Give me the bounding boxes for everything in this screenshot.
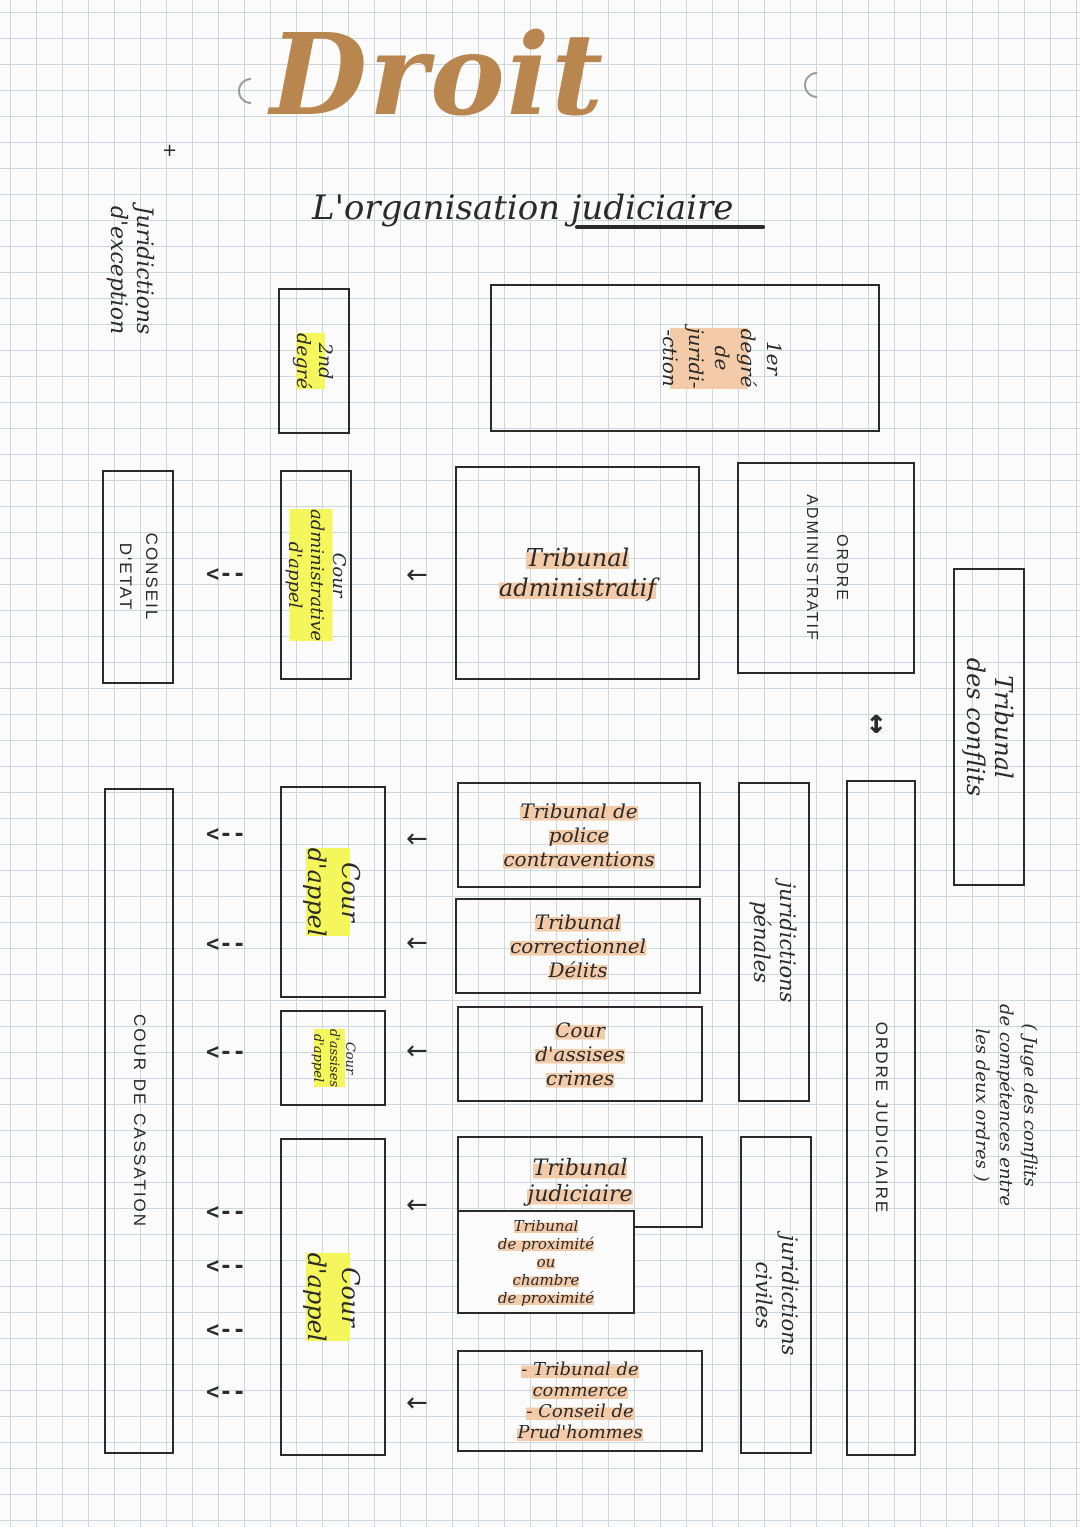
header-second-degree: 2nd degré — [278, 288, 350, 434]
side-note-exception: Juridictions d'exception — [105, 205, 156, 335]
arrow-left-icon: ← — [406, 1190, 428, 1220]
dashed-arrow-icon: <-- — [206, 562, 246, 587]
tribunal-judiciaire-box: Tribunal judiciaire — [457, 1136, 703, 1228]
dashed-arrow-icon: <-- — [206, 1040, 246, 1065]
page-subtitle: L'organisation judiciaire — [312, 188, 734, 228]
conseil-d-etat-box: CONSEIL D'ETAT — [102, 470, 174, 684]
dashed-arrow-icon: <-- — [206, 1254, 246, 1279]
dashed-arrow-icon: <-- — [206, 1380, 246, 1405]
cour-de-cassation-box: COUR DE CASSATION — [104, 788, 174, 1454]
dashed-arrow-icon: <-- — [206, 822, 246, 847]
juridictions-civiles-box: juridictions civiles — [740, 1136, 812, 1454]
dashed-arrow-icon: <-- — [206, 1318, 246, 1343]
cour-d-assises-box: Cour d'assises crimes — [457, 1006, 703, 1102]
asterisk-icon: + — [162, 140, 178, 161]
cour-d-appel-civil-box: Cour d'appel — [280, 1138, 386, 1456]
page-title: Droit — [270, 10, 606, 141]
double-arrow-icon: ↕ — [866, 702, 887, 742]
tribunal-des-conflits-box: Tribunal des conflits — [953, 568, 1025, 886]
tribunal-correctionnel-box: Tribunal correctionnel Délits — [455, 898, 701, 994]
tribunal-de-police-box: Tribunal de police contraventions — [457, 782, 701, 888]
cour-d-assises-appel-box: Cour d'assises d'appel — [280, 1010, 386, 1106]
arrow-left-icon: ← — [406, 928, 428, 958]
binder-hole-left — [232, 72, 270, 110]
tribunal-de-proximite-box: Tribunal de proximité ou chambre de prox… — [457, 1210, 635, 1314]
dashed-arrow-icon: <-- — [206, 932, 246, 957]
ordre-judiciaire-box: ORDRE JUDICIAIRE — [846, 780, 916, 1456]
tribunal-administratif-box: Tribunal administratif — [455, 466, 700, 680]
cour-administrative-appel-box: Cour administrative d'appel — [280, 470, 352, 680]
subtitle-underline — [575, 225, 765, 229]
header-first-degree: 1er degré de juridi- -ction — [490, 284, 880, 432]
arrow-left-icon: ← — [406, 1388, 428, 1418]
ordre-administratif-box: ORDRE ADMINISTRATIF — [737, 462, 915, 674]
arrow-left-icon: ← — [406, 560, 428, 590]
arrow-left-icon: ← — [406, 1036, 428, 1066]
dashed-arrow-icon: <-- — [206, 1200, 246, 1225]
cour-d-appel-penal-box: Cour d'appel — [280, 786, 386, 998]
juridictions-penales-box: juridictions pénales — [738, 782, 810, 1102]
conflicts-note: ( Juge des conflits de compétences entre… — [971, 1004, 1040, 1206]
arrow-left-icon: ← — [406, 824, 428, 854]
tribunal-de-commerce-box: - Tribunal de commerce - Conseil de Prud… — [457, 1350, 703, 1452]
binder-hole-right — [798, 66, 836, 104]
